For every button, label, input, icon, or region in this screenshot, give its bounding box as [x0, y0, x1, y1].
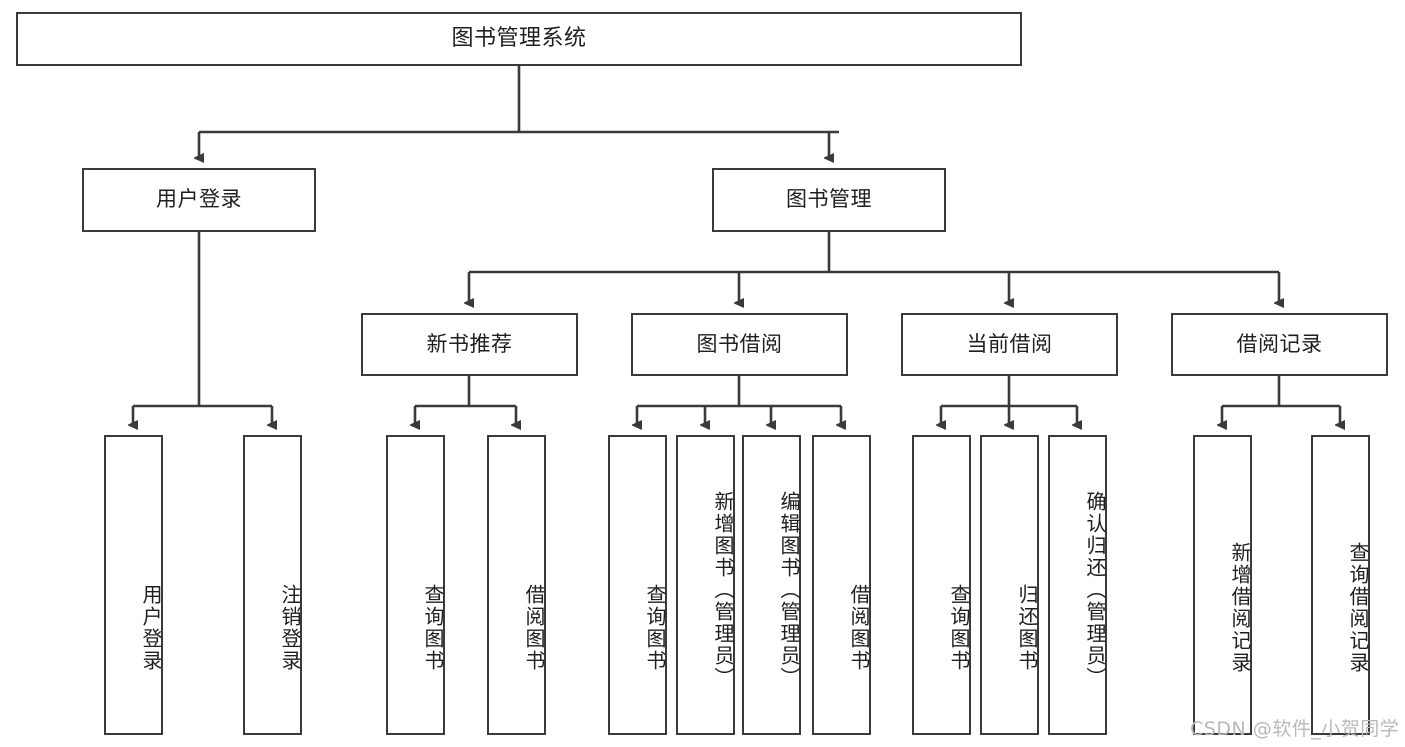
node-label: 编辑图书（管理员） — [777, 491, 801, 689]
node-book-management[interactable]: 图书管理 — [712, 168, 946, 232]
node-label: 归还图书 — [1015, 584, 1039, 672]
leaf-book-borrow-1[interactable]: 查询图书 — [608, 435, 667, 735]
leaf-user-login-1[interactable]: 用户登录 — [104, 435, 163, 735]
node-user-login[interactable]: 用户登录 — [82, 168, 316, 232]
node-label: 当前借阅 — [966, 331, 1053, 356]
node-label: 图书借阅 — [696, 331, 783, 356]
leaf-book-borrow-2[interactable]: 新增图书（管理员） — [676, 435, 735, 735]
node-label: 查询图书 — [643, 584, 667, 672]
node-label: 图书管理 — [786, 187, 872, 212]
node-book-borrow[interactable]: 图书借阅 — [631, 313, 848, 376]
node-label: 查询借阅记录 — [1346, 542, 1370, 674]
leaf-borrow-record-2[interactable]: 查询借阅记录 — [1311, 435, 1370, 735]
leaf-book-borrow-4[interactable]: 借阅图书 — [812, 435, 871, 735]
node-label: 注销登录 — [278, 584, 302, 672]
node-label: 用户登录 — [156, 187, 242, 212]
csdn-watermark: CSDN @软件_小贺同学 — [1190, 718, 1400, 740]
node-label: 借阅记录 — [1236, 331, 1323, 356]
leaf-new-book-recommend-1[interactable]: 查询图书 — [386, 435, 445, 735]
leaf-new-book-recommend-2[interactable]: 借阅图书 — [487, 435, 546, 735]
node-label: 新增借阅记录 — [1228, 542, 1252, 674]
node-new-book-recommend[interactable]: 新书推荐 — [361, 313, 578, 376]
leaf-current-borrow-3[interactable]: 确认归还（管理员） — [1048, 435, 1107, 735]
leaf-book-borrow-3[interactable]: 编辑图书（管理员） — [742, 435, 801, 735]
node-root-book-management-system[interactable]: 图书管理系统 — [16, 12, 1022, 66]
leaf-borrow-record-1[interactable]: 新增借阅记录 — [1193, 435, 1252, 735]
leaf-current-borrow-1[interactable]: 查询图书 — [912, 435, 971, 735]
node-label: 查询图书 — [421, 584, 445, 672]
leaf-current-borrow-2[interactable]: 归还图书 — [980, 435, 1039, 735]
node-label: 确认归还（管理员） — [1083, 491, 1107, 689]
node-current-borrow[interactable]: 当前借阅 — [901, 313, 1118, 376]
node-label: 查询图书 — [947, 584, 971, 672]
node-label: 图书管理系统 — [451, 25, 587, 51]
node-borrow-record[interactable]: 借阅记录 — [1171, 313, 1388, 376]
node-label: 借阅图书 — [847, 584, 871, 672]
node-label: 借阅图书 — [522, 584, 546, 672]
node-label: 用户登录 — [139, 584, 163, 672]
node-label: 新书推荐 — [426, 331, 513, 356]
node-label: 新增图书（管理员） — [711, 491, 735, 689]
leaf-user-login-2[interactable]: 注销登录 — [243, 435, 302, 735]
